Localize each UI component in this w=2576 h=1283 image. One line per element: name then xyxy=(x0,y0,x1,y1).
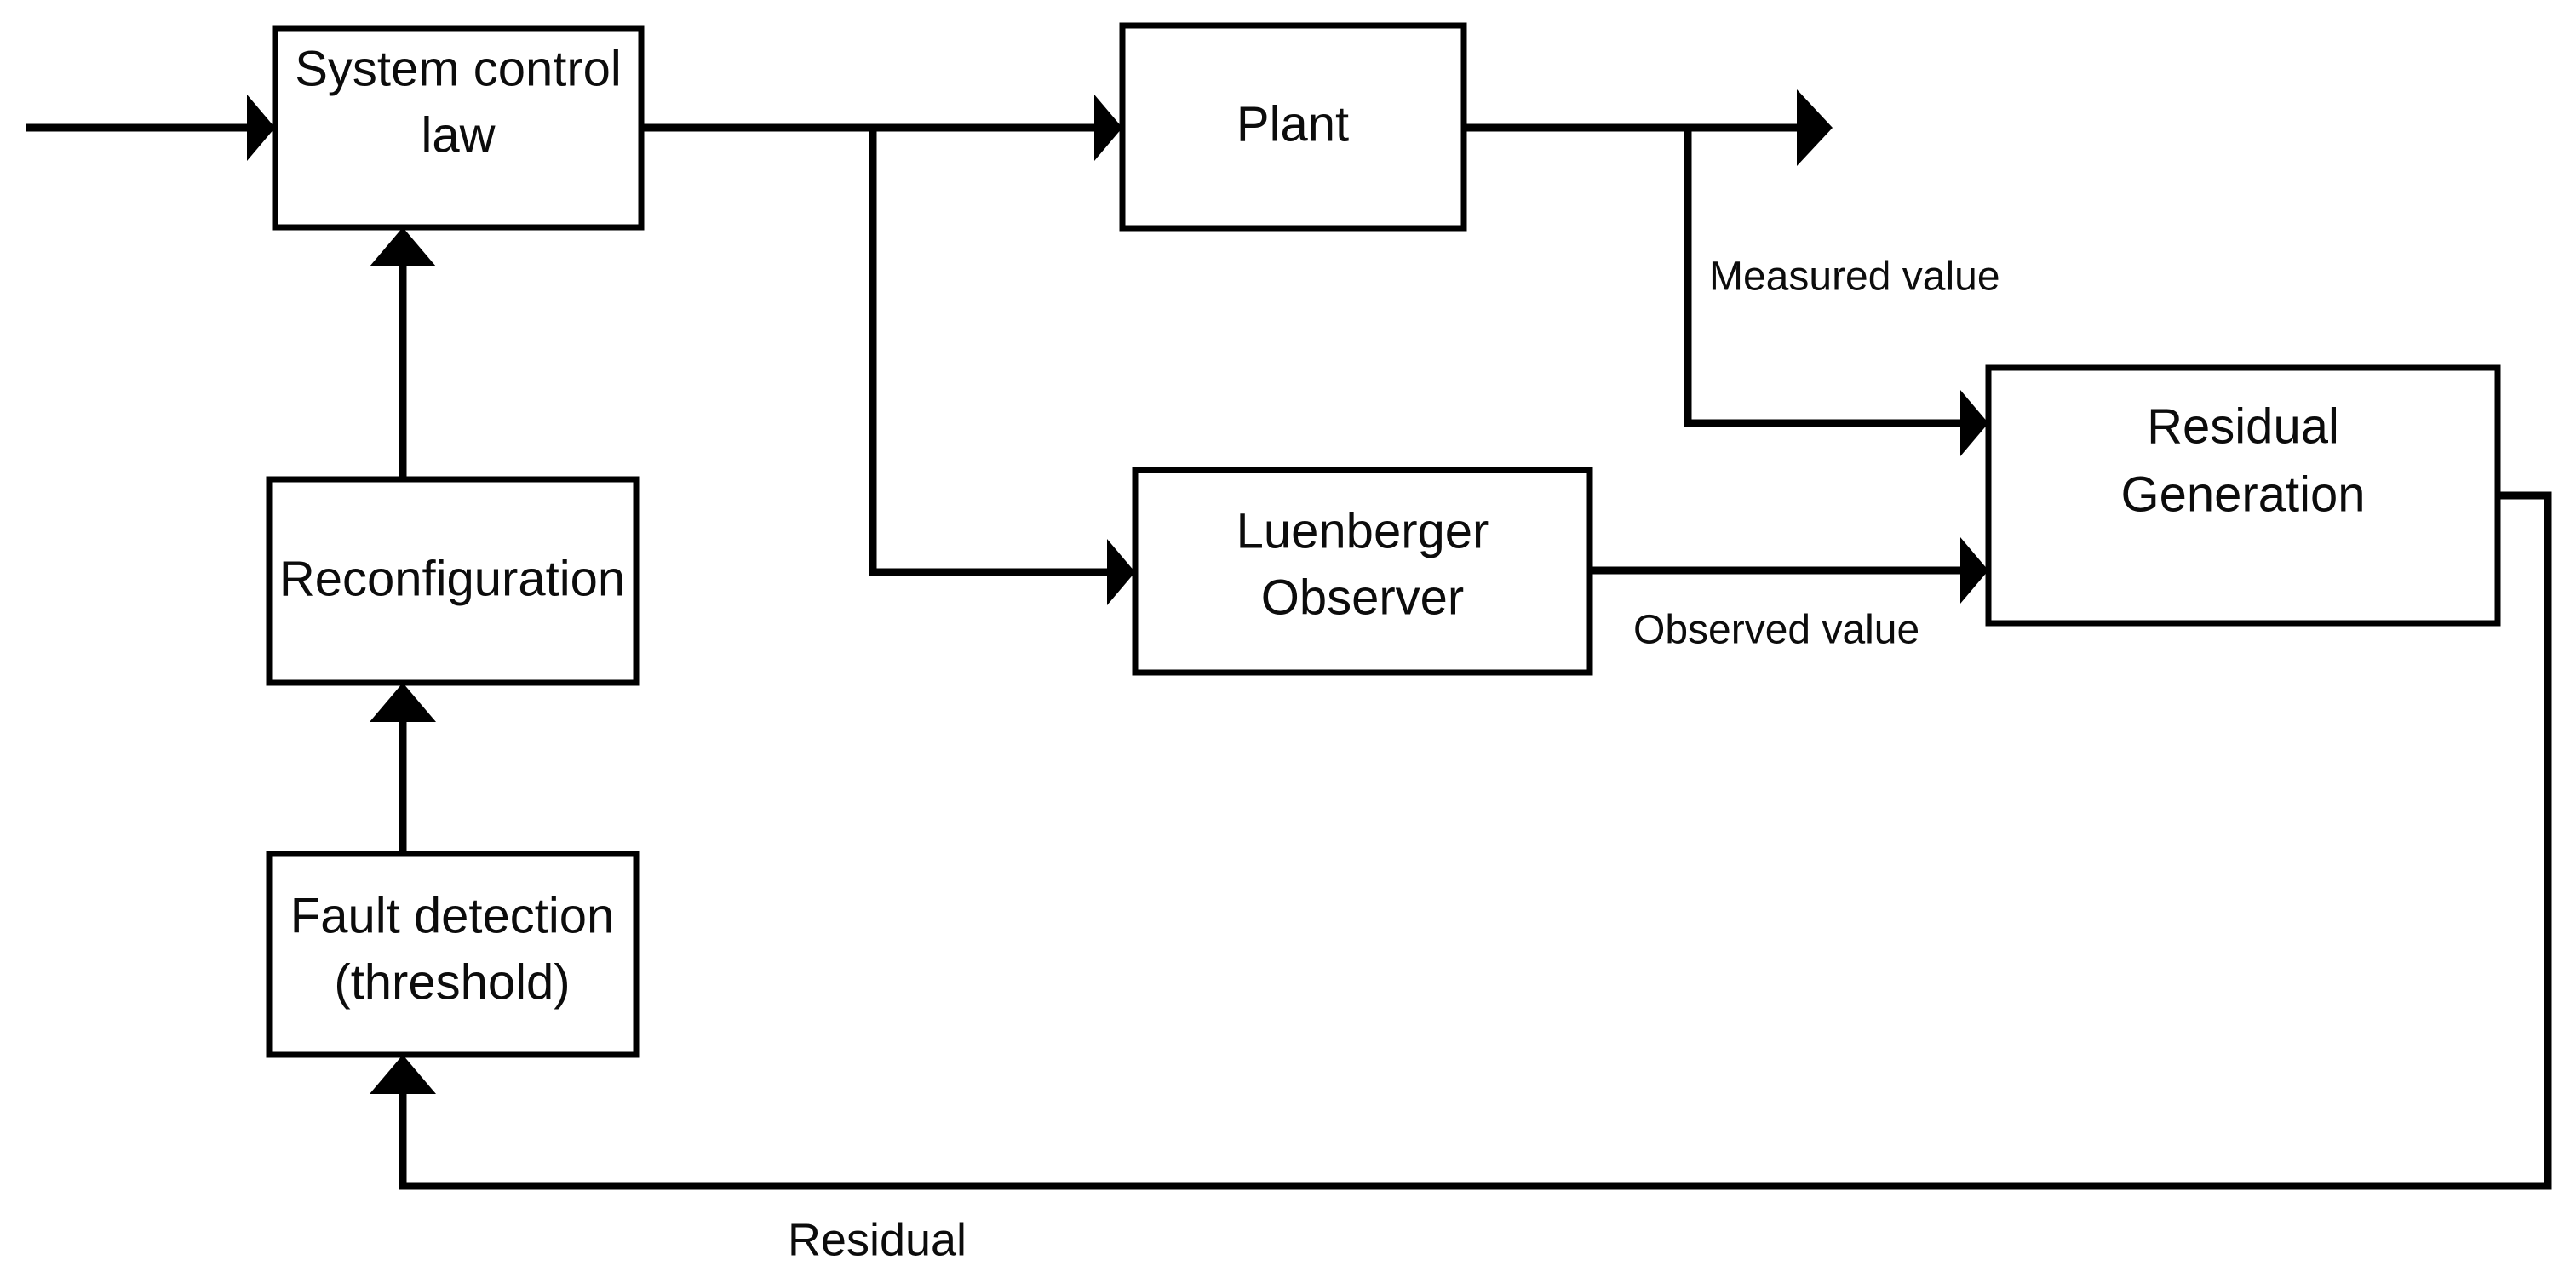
edge-label-residual: Residual xyxy=(788,1214,967,1265)
block-label-fault-detection-line2: (threshold) xyxy=(334,954,570,1010)
arrowhead-control-to-observer xyxy=(1107,539,1135,605)
connection-reconfiguration-to-control xyxy=(370,227,436,479)
wire-control-to-observer xyxy=(869,128,1107,576)
block-plant[interactable]: Plant xyxy=(1119,22,1467,232)
arrowhead-residual-to-fault-detection xyxy=(370,1055,436,1094)
arrowhead-reconfiguration-to-control xyxy=(370,227,436,266)
block-rect-reconfiguration[interactable] xyxy=(266,476,640,686)
connection-residual-to-fault-detection xyxy=(370,491,2552,1190)
block-label-reconfiguration-line1: Reconfiguration xyxy=(279,551,625,606)
wire-residual-to-fault-detection xyxy=(399,491,2552,1190)
arrowhead-plant-output xyxy=(1797,89,1833,166)
block-rect-fault-detection[interactable] xyxy=(266,851,640,1058)
connection-control-to-observer xyxy=(869,128,1135,605)
block-fault-detection[interactable]: Fault detection (threshold) xyxy=(266,851,640,1058)
block-label-residual-generation-line1: Residual xyxy=(2147,398,2339,454)
block-label-system-control-law-line1: System control xyxy=(295,41,622,96)
block-rect-luenberger-observer[interactable] xyxy=(1132,467,1593,676)
arrowhead-plant-to-residual xyxy=(1960,390,1988,456)
connection-observer-to-residual xyxy=(1590,537,1988,604)
block-label-system-control-law-line2: law xyxy=(421,107,496,163)
block-rect-plant[interactable] xyxy=(1119,22,1467,232)
block-rect-system-control-law[interactable] xyxy=(272,25,645,231)
block-reconfiguration[interactable]: Reconfiguration xyxy=(266,476,640,686)
edge-label-measured-value: Measured value xyxy=(1709,255,2000,300)
arrowhead-fault-detection-to-reconfiguration xyxy=(370,683,436,722)
connection-plant-output xyxy=(1464,89,1833,166)
block-rect-residual-generation[interactable] xyxy=(1985,364,2501,627)
arrowhead-observer-to-residual xyxy=(1960,537,1988,604)
connection-reference-input xyxy=(26,95,275,161)
wire-plant-to-residual xyxy=(1684,128,1960,427)
block-luenberger-observer[interactable]: Luenberger Observer xyxy=(1132,467,1593,676)
connection-plant-to-residual xyxy=(1684,128,1988,456)
arrowhead-control-to-plant xyxy=(1094,95,1122,161)
block-label-luenberger-observer-line2: Observer xyxy=(1261,570,1465,625)
block-label-luenberger-observer-line1: Luenberger xyxy=(1236,503,1489,558)
block-residual-generation[interactable]: Residual Generation xyxy=(1985,364,2501,627)
edge-label-observed-value: Observed value xyxy=(1633,608,1919,653)
block-system-control-law[interactable]: System control law xyxy=(272,25,645,231)
connection-fault-detection-to-reconfiguration xyxy=(370,683,436,854)
block-label-residual-generation-line2: Generation xyxy=(2121,467,2366,522)
block-label-fault-detection-line1: Fault detection xyxy=(290,888,614,943)
block-label-plant-line1: Plant xyxy=(1236,96,1349,152)
connection-control-to-plant xyxy=(641,95,1122,161)
arrowhead-reference-input xyxy=(247,95,275,161)
